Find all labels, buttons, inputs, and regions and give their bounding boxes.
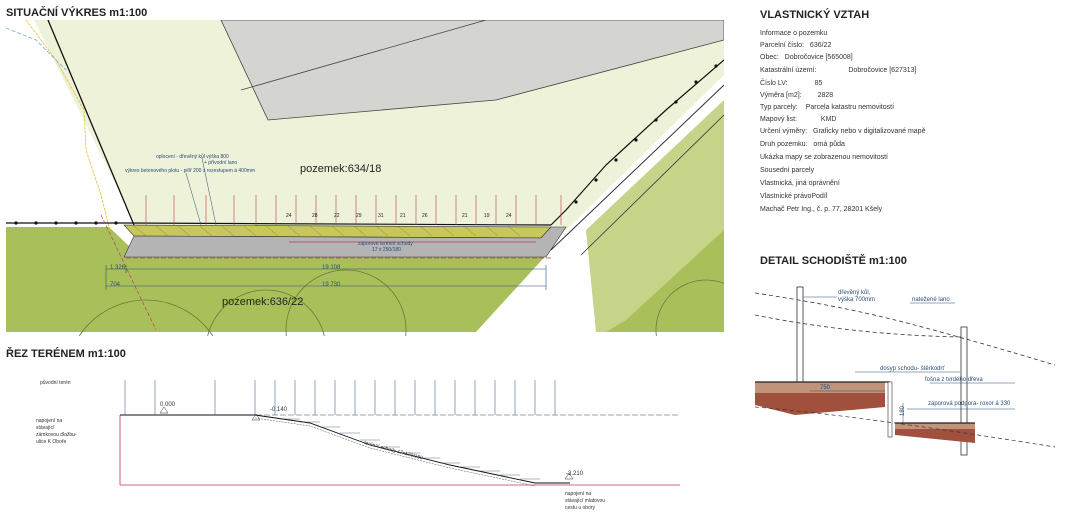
- parcel-label-top: pozemek:634/18: [300, 163, 382, 175]
- section-level-mid: -0.140: [270, 407, 288, 413]
- ownership-row: Druh pozemku: orná půda: [760, 141, 845, 148]
- detail-drawing: [755, 286, 1055, 456]
- dimension-2: 19 108: [322, 265, 341, 271]
- step-label: 24: [506, 213, 512, 219]
- wooden-post-right: [960, 326, 968, 456]
- step-label: 21: [462, 213, 468, 219]
- detail-dim-step: 750: [820, 385, 831, 391]
- fence-note-1: oplocení - dřevěný kůl výška 800: [156, 154, 229, 160]
- terrain-profile: [254, 414, 570, 484]
- stairs-note-size: 17 x 250/180: [372, 247, 401, 253]
- dimension-3: 704: [110, 282, 121, 288]
- fence-line: [6, 222, 552, 226]
- step-label: 24: [286, 213, 292, 219]
- section-level-end: -3.210: [566, 471, 584, 477]
- stairs-note: záporové terénní schody: [358, 241, 413, 247]
- step-label: 28: [312, 213, 318, 219]
- wooden-post-left: [796, 286, 804, 388]
- ownership-row: Parcelní číslo: 636/22: [760, 42, 832, 49]
- detail-board-label: fošna z tvrdého dřeva: [925, 377, 983, 383]
- fence-note-3: výkres betonového plotu - pilíř 200 s ro…: [125, 168, 256, 174]
- detail-post-height-label: výška 700mm: [838, 297, 876, 303]
- ownership-row: Sousední parcely: [760, 167, 815, 174]
- dimension-4: 19 730: [322, 282, 341, 288]
- situation-title: SITUAČNÍ VÝKRES m1:100: [6, 7, 148, 19]
- section-drawing: [119, 380, 680, 487]
- detail-rope-label: natežené lano: [912, 297, 950, 303]
- detail-fill-label: dosyp schodu- štěrkodrť: [880, 366, 945, 372]
- tensioned-rope: [755, 292, 1055, 366]
- section-right-note: napojení na stávající mlatovou cestu u o…: [565, 491, 606, 511]
- step-label: 31: [378, 213, 384, 219]
- step-label: 26: [422, 213, 428, 219]
- ownership-row: Vlastnické právoPodíl: [760, 193, 828, 200]
- ownership-row: Typ parcely: Parcela katastru nemovitost…: [760, 104, 895, 111]
- detail-post-label: dřevěný kůl,: [838, 290, 871, 296]
- section-original-terrain-label: původní terén: [40, 380, 71, 386]
- ownership-row: Informace o pozemku: [760, 30, 828, 37]
- step-label: 22: [334, 213, 340, 219]
- step-label: 19: [484, 213, 490, 219]
- step-label: 29: [356, 213, 362, 219]
- situation-drawing: [6, 20, 724, 336]
- section-left-note: napojení na stávající zámkovou dlažbu- u…: [36, 418, 77, 445]
- ownership-row: Ukázka mapy se zobrazenou nemovitostí: [760, 154, 889, 161]
- detail-support-label: záporová podpora- roxor á 330: [928, 401, 1011, 407]
- ownership-title: VLASTNICKÝ VZTAH: [760, 9, 870, 21]
- ownership-row: Mapový list: KMD: [760, 116, 837, 123]
- ownership-row: Machač Petr Ing., č. p. 77, 28201 Kšely: [760, 206, 883, 213]
- ownership-row: Určení výměry: Graficky nebo v digitaliz…: [760, 128, 926, 135]
- ownership-row: Katastrální území: Dobročovice [627313]: [760, 67, 917, 74]
- dimension-1: 1 326: [110, 265, 126, 271]
- detail-dim-rise: 180: [900, 405, 907, 417]
- step-label: 21: [400, 213, 406, 219]
- building-block: [220, 20, 724, 121]
- fence-note-2: + přívodní lano: [204, 160, 238, 166]
- parcel-label-bottom: pozemek:636/22: [222, 296, 304, 308]
- detail-title: DETAIL SCHODIŠTĚ m1:100: [760, 255, 907, 267]
- ownership-row: Výměra [m2]: 2828: [760, 92, 834, 99]
- ownership-row: Obec: Dobročovice [565008]: [760, 54, 853, 61]
- ownership-row: Vlastnická, jiná oprávnění: [760, 180, 840, 187]
- section-level-start: 0.000: [160, 402, 176, 408]
- section-title: ŘEZ TERÉNEM m1:100: [6, 348, 126, 360]
- ownership-row: Číslo LV: 85: [760, 80, 823, 87]
